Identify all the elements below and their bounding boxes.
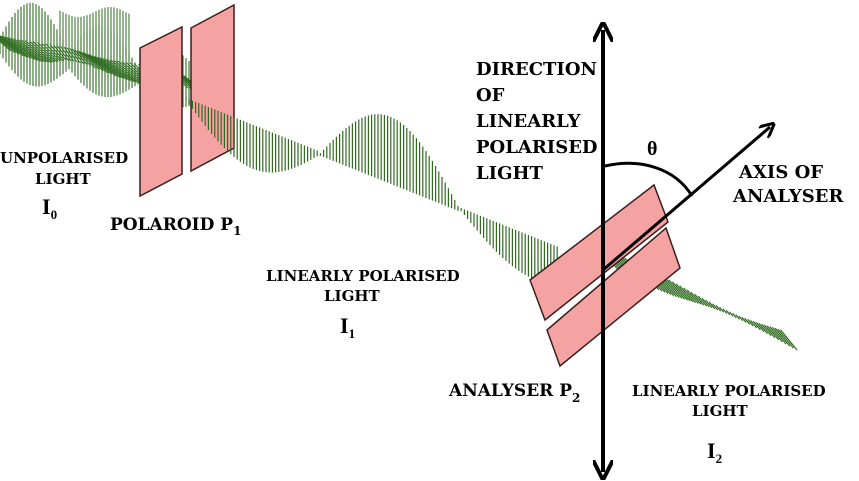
analyser-axis-arrow [602, 127, 770, 272]
polaroid-p1 [139, 3, 235, 198]
linearly-polarised-label-2-line2: LIGHT [692, 402, 749, 420]
linearly-polarised-label-1-line2: LIGHT [324, 287, 381, 305]
unpolarised-label-line1: UNPOLARISED [0, 149, 128, 167]
intensity-i1: I1 [340, 313, 355, 341]
theta-angle-arc [604, 161, 694, 197]
intensity-i0: I0 [42, 194, 57, 222]
analyser-p2-lower-plate [546, 226, 681, 368]
analyser-axis-label-line1: AXIS OF [738, 162, 823, 183]
polaroid-p1-label: POLAROID P1 [110, 215, 241, 238]
linearly-polarised-label-2-line1: LINEARLY POLARISED [632, 382, 826, 400]
unpolarised-label-line2: LIGHT [35, 170, 92, 188]
direction-label-line: OF [476, 85, 505, 106]
direction-label-line: POLARISED [476, 137, 598, 158]
direction-label-line: DIRECTION [476, 59, 597, 80]
direction-label: DIRECTION OF LINEARLY POLARISED LIGHT [476, 59, 598, 184]
analyser-p2-label: ANALYSER P2 [448, 381, 580, 405]
intensity-i2: I2 [707, 438, 722, 466]
polaroid-p1-front-plate [139, 25, 183, 198]
analyser-axis-label-line2: ANALYSER [732, 186, 844, 207]
direction-label-line: LINEARLY [476, 111, 582, 132]
linearly-polarised-label-1-line1: LINEARLY POLARISED [266, 267, 460, 285]
theta-label: θ [647, 138, 657, 160]
direction-label-line: LIGHT [476, 163, 543, 184]
